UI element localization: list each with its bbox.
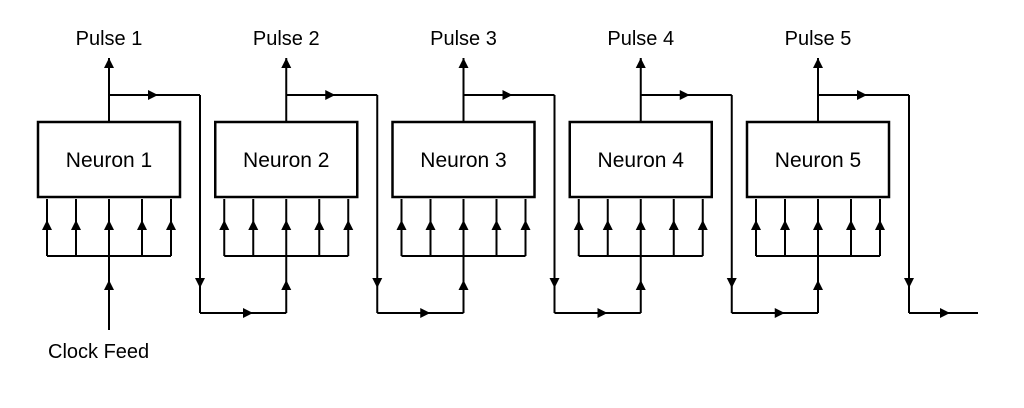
descender-arrow-1 [195,278,205,288]
pulse-label-4: Pulse 4 [607,28,674,50]
neuron-label-2: Neuron 2 [243,149,329,172]
feed-arrow-4 [635,280,646,290]
pulse-arrow-4 [635,58,646,68]
input-arrow-1-4 [137,220,147,230]
feed-bus-arrow-1 [243,308,253,318]
output-tail-arrow [940,308,950,318]
input-arrow-5-4 [846,220,856,230]
branch-arrow-1 [148,90,158,100]
input-arrow-3-3 [458,220,469,230]
input-arrow-3-2 [425,220,436,230]
input-arrow-5-3 [813,220,823,230]
feed-bus-arrow-2 [420,308,431,318]
pulse-label-2: Pulse 2 [253,28,320,50]
input-arrow-2-4 [314,220,325,230]
feed-arrow-5 [813,280,823,290]
branch-arrow-5 [857,90,867,100]
descender-arrow-5 [904,278,914,288]
input-arrow-2-3 [281,220,292,230]
input-arrow-1-1 [42,220,52,230]
pulse-arrow-3 [458,58,469,68]
neuron-box-2 [214,120,359,199]
descender-arrow-3 [549,278,560,288]
feed-bus-arrow-4 [774,308,785,318]
input-arrow-1-5 [166,220,176,230]
descender-arrow-4 [726,278,737,288]
input-arrow-4-1 [573,220,584,230]
input-arrow-5-2 [780,220,790,230]
pulse-label-5: Pulse 5 [785,28,852,50]
neuron-label-5: Neuron 5 [775,149,861,172]
input-arrow-2-2 [248,220,259,230]
input-arrow-5-1 [751,220,761,230]
neuron-box-1 [36,120,182,199]
input-arrow-2-1 [219,220,230,230]
neuron-box-3 [391,120,536,199]
branch-arrow-2 [325,90,336,100]
clock-feed-label: Clock Feed [48,341,149,363]
input-arrow-4-5 [697,220,708,230]
input-arrow-1-2 [71,220,81,230]
input-arrow-4-2 [602,220,613,230]
pulse-arrow-5 [813,58,823,68]
input-arrow-5-5 [875,220,885,230]
pulse-arrow-2 [281,58,292,68]
input-arrow-3-4 [491,220,502,230]
wiring [42,58,978,330]
neuron-label-3: Neuron 3 [420,149,506,172]
input-arrow-1-3 [104,220,114,230]
feed-arrow-3 [458,280,469,290]
feed-arrow-2 [281,280,292,290]
neuron-stages: Neuron 1 Pulse 1 Neuron 2 Pulse 2 Neuron 3 Pu… [36,28,891,199]
branch-arrow-3 [502,90,513,100]
descender-arrow-2 [372,278,383,288]
pulse-arrow-1 [104,58,114,68]
branch-arrow-4 [679,90,690,100]
feed-bus-arrow-3 [597,308,608,318]
neuron-label-4: Neuron 4 [598,149,685,172]
neuron-box-5 [745,120,891,199]
input-arrow-4-3 [635,220,646,230]
pulse-label-1: Pulse 1 [76,28,143,50]
input-arrow-2-5 [343,220,354,230]
input-arrow-3-1 [396,220,407,230]
feed-arrow-1 [104,280,114,290]
neuron-label-1: Neuron 1 [66,149,152,172]
input-arrow-3-5 [520,220,531,230]
neuron-box-4 [568,120,713,199]
pulse-label-3: Pulse 3 [430,28,497,50]
input-arrow-4-4 [668,220,679,230]
